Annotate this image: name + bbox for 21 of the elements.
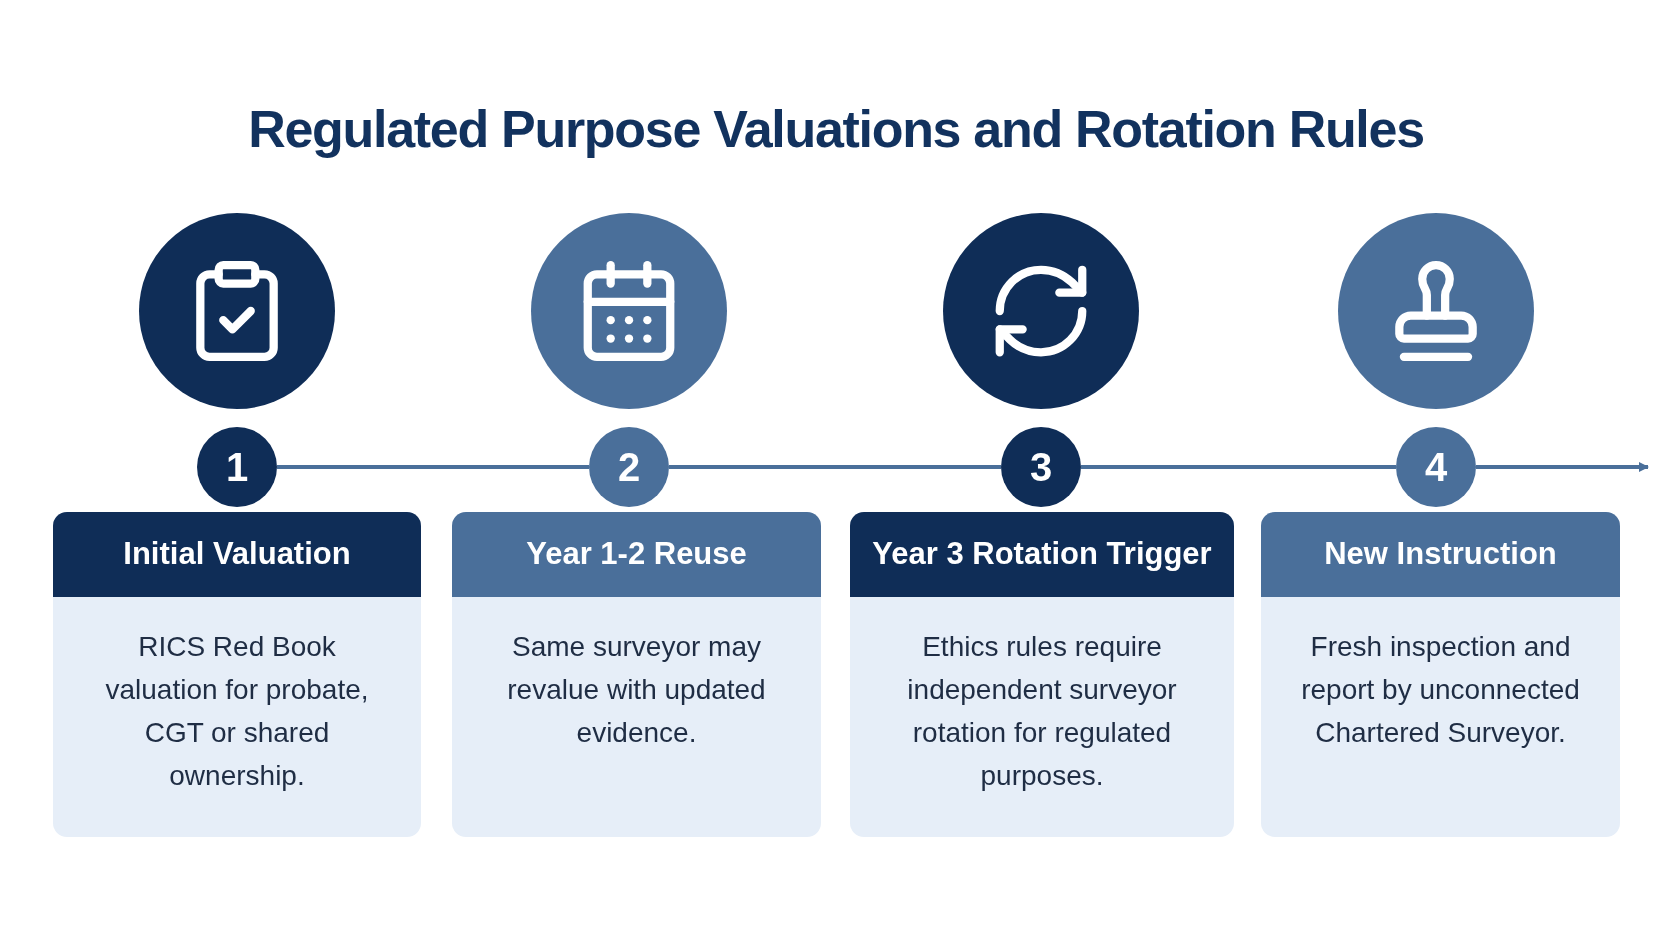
step-card	[850, 512, 1234, 837]
card-description: Fresh inspection and report by unconnected Chartered Surveyor.	[1300, 630, 1581, 750]
card-header: Initial Valuation	[53, 512, 421, 597]
card-description: Same surveyor may revalue with updated evidence.	[506, 630, 767, 750]
step-card	[452, 512, 821, 837]
card-header: Year 3 Rotation Trigger	[850, 512, 1234, 597]
step-number: 4	[1396, 427, 1476, 507]
step-card	[53, 512, 421, 837]
timeline-connector	[1476, 462, 1649, 472]
card-description: RICS Red Book valuation for probate, CGT or shared ownership.	[104, 630, 370, 793]
timeline-connector	[1081, 465, 1396, 469]
title: Regulated Purpose Valuations and Rotation Rules	[247, 99, 1425, 160]
card-description: Ethics rules require independent surveyor rotation for regulated purposes.	[906, 630, 1178, 793]
timeline-connector	[669, 465, 1001, 469]
card-header: New Instruction	[1261, 512, 1620, 597]
card-header: Year 1-2 Reuse	[452, 512, 821, 597]
step-number: 2	[589, 427, 669, 507]
step-number: 3	[1001, 427, 1081, 507]
timeline-connector	[277, 465, 589, 469]
step-card	[1261, 512, 1620, 837]
step-number: 1	[197, 427, 277, 507]
